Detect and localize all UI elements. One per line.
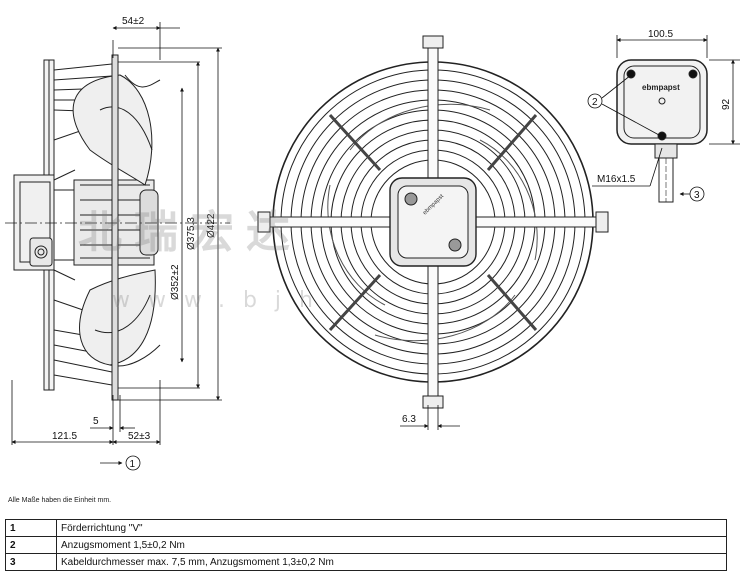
thread-label: M16x1.5 (597, 174, 636, 185)
table-row: 3 Kabeldurchmesser max. 7,5 mm, Anzugsmo… (5, 553, 727, 571)
front-view (257, 35, 609, 409)
dim-92: 92 (721, 98, 732, 110)
dim-52: 52±3 (128, 431, 151, 442)
side-view (5, 54, 230, 401)
unit-note: Alle Maße haben die Einheit mm. (8, 497, 112, 504)
dim-54: 54±2 (122, 16, 145, 27)
dim-375: Ø375.3 (186, 217, 197, 250)
dim-422: Ø422 (206, 213, 217, 238)
legend-text: Kabeldurchmesser max. 7,5 mm, Anzugsmome… (56, 553, 727, 571)
legend-text: Förderrichtung "V" (56, 519, 727, 537)
legend-num: 3 (5, 553, 57, 571)
box-dimensions (587, 35, 740, 202)
dim-6-3: 6.3 (402, 414, 416, 425)
table-row: 2 Anzugsmoment 1,5±0,2 Nm (5, 536, 727, 554)
marker-2-label: 2 (592, 97, 598, 108)
dim-352: Ø352±2 (170, 264, 181, 300)
terminal-box-view (616, 59, 708, 203)
legend-table: 1 Förderrichtung "V" 2 Anzugsmoment 1,5±… (5, 519, 727, 571)
box-brand-label: ebmpapst (642, 83, 680, 92)
legend-text: Anzugsmoment 1,5±0,2 Nm (56, 536, 727, 554)
marker-3-label: 3 (694, 190, 700, 201)
table-row: 1 Förderrichtung "V" (5, 519, 727, 537)
side-dimensions (11, 22, 222, 471)
flow-marker-label: 1 (130, 459, 136, 470)
side-dim-labels: 54±2 Ø375.3 Ø422 Ø352±2 5 121.5 52±3 1 (52, 16, 217, 470)
technical-drawing: 54±2 Ø375.3 Ø422 Ø352±2 5 121.5 52±3 1 (5, 16, 740, 471)
legend-num: 2 (5, 536, 57, 554)
front-dimensions (400, 405, 460, 430)
box-dim-labels: 100.5 92 M16x1.5 2 3 ebmpapst (592, 29, 732, 201)
dim-5: 5 (93, 416, 99, 427)
dim-100-5: 100.5 (648, 29, 673, 40)
dim-121: 121.5 (52, 431, 77, 442)
legend-num: 1 (5, 519, 57, 537)
